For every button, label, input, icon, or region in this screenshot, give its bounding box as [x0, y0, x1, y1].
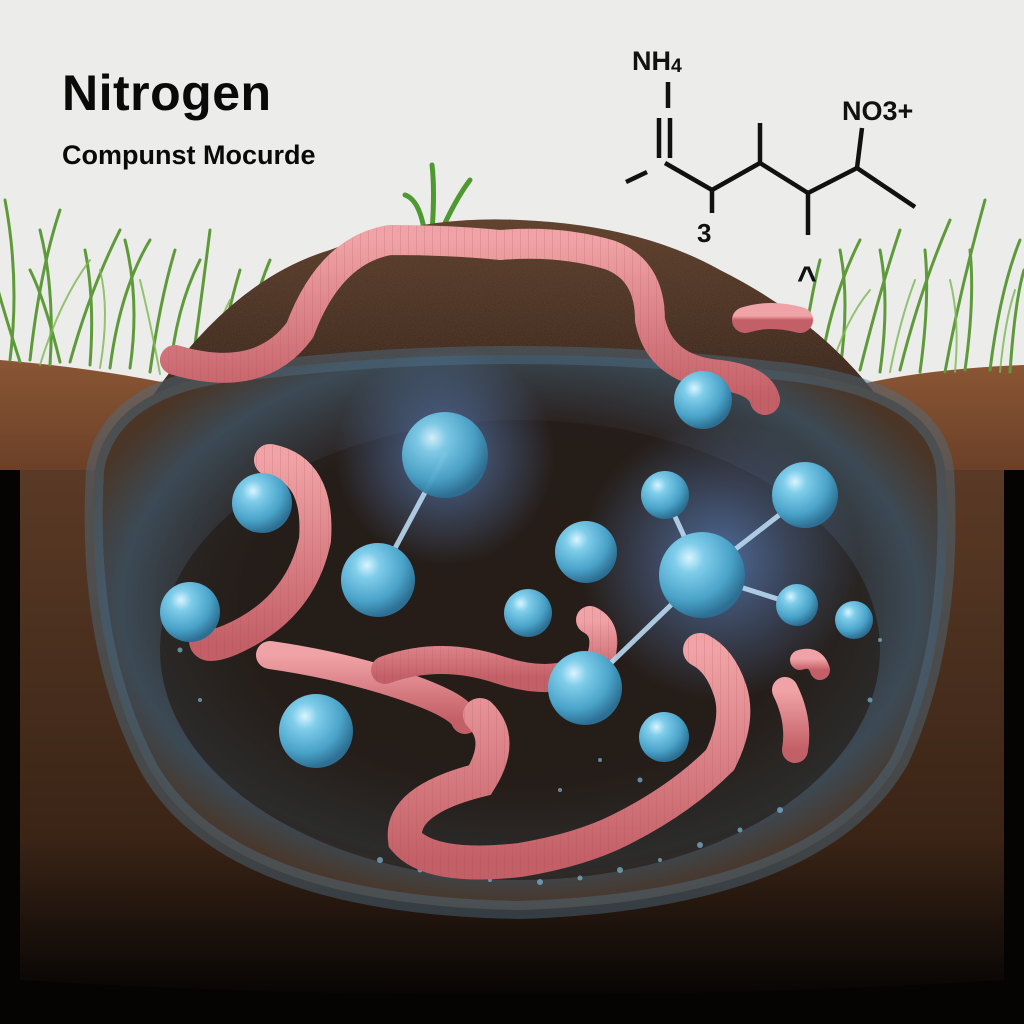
grass-icon — [0, 198, 272, 392]
formula-label-caret: ^ — [797, 260, 817, 298]
earthworm-icon — [160, 224, 830, 880]
formula-label-number: 3 — [697, 218, 712, 248]
nitrogen-molecule-icon — [160, 371, 873, 768]
page-subtitle: Compunst Mocurde — [62, 140, 316, 170]
formula-label-nh4: NH4 — [632, 48, 682, 76]
formula-label-no3: NO3+ — [842, 96, 914, 126]
nh-text: NH — [632, 46, 671, 76]
skeletal-formula — [625, 82, 917, 235]
page-title: Nitrogen — [62, 65, 272, 121]
nh-subscript: 4 — [671, 54, 682, 77]
